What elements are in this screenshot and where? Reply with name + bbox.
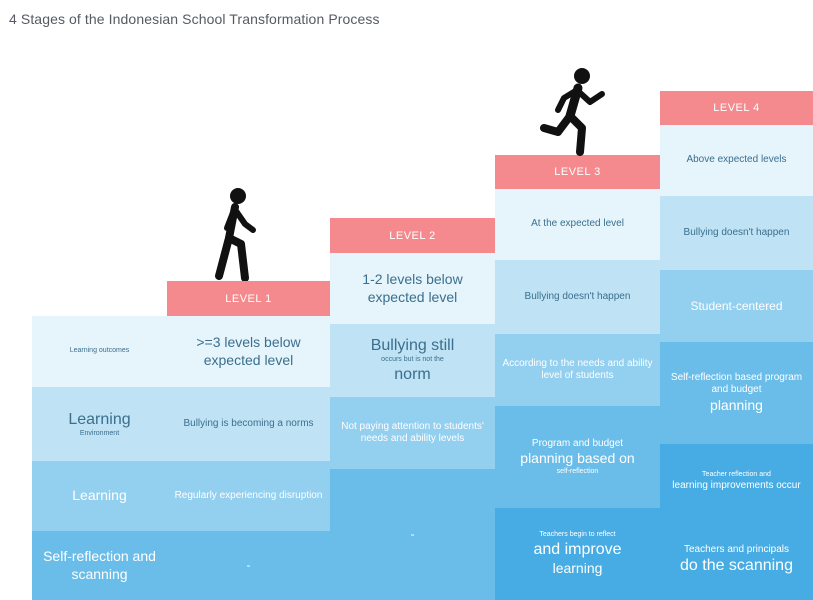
level-4-learning: Student-centered [660,270,813,342]
cell-subtext: Teachers begin to reflect [539,530,616,538]
cell-text: Bullying doesn't happen [683,226,790,238]
row-label-text: Learning [68,410,131,428]
level-2-tag: LEVEL 2 [330,218,495,253]
level-4-reflection: Teacher reflection and learning improvem… [660,444,813,520]
cell-subtext: Teacher reflection and [702,471,771,479]
level-4-program-planning: Self-reflection based program and budget… [660,342,813,444]
cell-text: Teachers and principals [683,543,790,555]
level-3-tag: LEVEL 3 [495,155,660,189]
row-label-self-reflection: Self-reflection and scanning [32,531,167,600]
level-1-environment: Bullying is becoming a norms [167,387,330,461]
level-2-self-reflection: - [330,469,495,600]
cell-text: Bullying is becoming a norms [183,417,314,429]
row-label-learning: Learning [32,461,167,531]
level-4-environment: Bullying doesn't happen [660,196,813,270]
level-1-tag: LEVEL 1 [167,281,330,316]
level-3-self-reflection: Teachers begin to reflect and improve le… [495,508,660,600]
level-1-learning-outcomes: >=3 levels below expected level [167,316,330,387]
row-label-subtext: Environment [79,429,120,437]
cell-text: Above expected levels [686,154,787,166]
walking-person-icon [215,188,256,281]
level-3-learning-outcomes: At the expected level [495,189,660,260]
cell-text: and improve [533,540,622,558]
cell-text: do the scanning [680,557,793,575]
cell-text: 1-2 levels below expected level [362,271,463,305]
cell-text: Bullying doesn't happen [524,290,631,302]
cell-text: Bullying still [370,337,455,355]
level-2-learning: Not paying attention to students' needs … [330,397,495,469]
level-3-program-planning: Program and budget planning based on sel… [495,406,660,508]
row-label-learning-outcomes: Learning outcomes [32,316,167,387]
level-4-self-reflection: Teachers and principals do the scanning [660,520,813,600]
cell-text: Regularly experiencing disruption [174,489,323,501]
cell-text: Student-centered [690,298,783,313]
cell-text: learning [552,559,603,576]
level-2-environment: Bullying still occurs but is not the nor… [330,324,495,397]
running-person-icon [540,68,605,156]
cell-text: Program and budget [531,437,624,449]
diagram-title: 4 Stages of the Indonesian School Transf… [9,11,380,27]
cell-subtext: self-reflection [556,467,599,475]
cell-text: - [410,527,415,541]
level-4-tag: LEVEL 4 [660,91,813,125]
level-1-self-reflection: - [167,531,330,600]
cell-text: planning based on [520,450,635,467]
row-label-text: Learning outcomes [69,347,130,355]
cell-text: - [246,558,251,572]
level-1-learning: Regularly experiencing disruption [167,461,330,531]
cell-text: norm [394,365,431,383]
level-3-environment: Bullying doesn't happen [495,260,660,334]
cell-text: >=3 levels below expected level [196,334,301,368]
cell-text: learning improvements occur [672,480,801,492]
row-label-text: Learning [72,487,127,504]
level-2-learning-outcomes: 1-2 levels below expected level [330,253,495,324]
cell-text: At the expected level [531,218,624,230]
level-4-learning-outcomes: Above expected levels [660,125,813,196]
cell-subtext: occurs but is not the [381,356,444,364]
row-label-text: Self-reflection and scanning [43,548,156,582]
cell-text: Not paying attention to students' needs … [341,420,484,445]
cell-text: Self-reflection based program and budget [670,371,803,396]
cell-text: planning [710,396,763,413]
row-label-learning-environment: Learning Environment [32,387,167,461]
cell-text: According to the needs and ability level… [502,357,653,382]
level-3-learning: According to the needs and ability level… [495,334,660,406]
